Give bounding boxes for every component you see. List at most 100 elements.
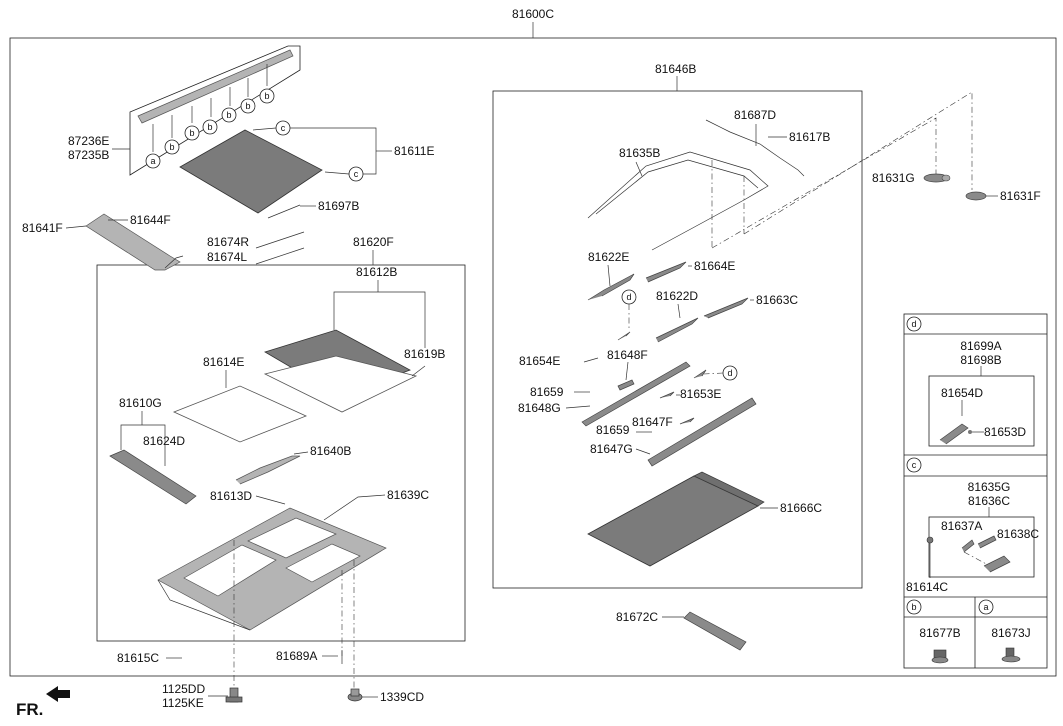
part-81638C: [977, 535, 997, 549]
label-81613D: 81613D: [210, 489, 252, 503]
label-81614C: 81614C: [906, 580, 948, 594]
label-81648F: 81648F: [607, 348, 648, 362]
part-motor-81631G: [923, 173, 951, 183]
callout-circle-b-5: [240, 98, 256, 114]
label-81699A: 81699A: [960, 339, 1001, 353]
sub-frame-81620F: [96, 264, 466, 642]
label-81673J: 81673J: [991, 626, 1030, 640]
group-outline-87236E: [129, 45, 301, 176]
label-81622D: 81622D: [656, 289, 698, 303]
part-81654D: [939, 423, 969, 445]
leader-81647G: [635, 448, 651, 455]
label-81648G: 81648G: [518, 401, 561, 415]
legend-frame: [903, 313, 1048, 669]
label-81674R: 81674R: [207, 235, 249, 249]
label-81664E: 81664E: [694, 259, 735, 273]
legend-callout-circle-b: [906, 599, 922, 615]
dash-d-2: [703, 372, 724, 375]
leader-81641F: [65, 225, 87, 229]
label-81689A: 81689A: [276, 649, 317, 663]
label-81654D: 81654D: [941, 386, 983, 400]
part-81653E: [659, 391, 675, 399]
label-81600C: 81600C: [512, 7, 554, 21]
leader-c-2: [324, 171, 350, 175]
label-81644F: 81644F: [130, 213, 171, 227]
part-81674R: [255, 231, 305, 249]
legend-callout-a: a: [983, 602, 988, 612]
callout-a-1: a: [150, 156, 155, 166]
leader-81648G: [565, 405, 591, 409]
legend-callout-circle-c: [906, 457, 922, 473]
label-81624D: 81624D: [143, 434, 185, 448]
bracket-81610G: [120, 424, 166, 466]
legend-callout-circle-d: [906, 316, 922, 332]
part-81647G-rail: [647, 397, 757, 467]
label-81663C: 81663C: [756, 293, 798, 307]
callout-circle-b-2: [184, 125, 200, 141]
legend-d-inner-box: [928, 375, 1035, 447]
label-81647F: 81647F: [632, 415, 673, 429]
part-81674L: [255, 247, 305, 265]
label-81687D: 81687D: [734, 108, 776, 122]
label-81611E: 81611E: [394, 144, 434, 158]
part-81641F-tail: [164, 255, 184, 269]
label-81615C: 81615C: [117, 651, 159, 665]
part-81622D: [655, 317, 699, 343]
leader-81613D: [255, 495, 286, 505]
part-81647F: [679, 417, 695, 425]
label-81638C: 81638C: [997, 527, 1039, 541]
label-1125KE: 1125KE: [162, 696, 204, 710]
label-81698B: 81698B: [960, 353, 1001, 367]
part-81641F: [85, 213, 181, 271]
callout-c-2: c: [354, 169, 359, 179]
part-81622E: [587, 273, 635, 301]
label-81666C: 81666C: [780, 501, 822, 515]
leader-81622D: [677, 303, 681, 319]
front-arrow-icon: [46, 686, 70, 702]
label-fr: FR.: [16, 700, 43, 719]
label-81659b: 81659: [596, 423, 630, 437]
callout-c-1: c: [281, 123, 286, 133]
part-glass-81611E: [179, 129, 323, 214]
callout-d-2: d: [727, 368, 732, 378]
label-81672C: 81672C: [616, 610, 658, 624]
part-81672C: [683, 611, 747, 651]
callout-circle-b-4: [221, 107, 237, 123]
part-81663C: [703, 297, 749, 319]
label-81612B: 81612B: [356, 265, 397, 279]
callout-circle-b-1: [164, 139, 180, 155]
label-81614E: 81614E: [203, 355, 244, 369]
label-81640B: 81640B: [310, 444, 351, 458]
leader-81640B: [293, 451, 309, 455]
callout-b-5: b: [245, 101, 250, 111]
part-81697B: [267, 204, 301, 219]
dash-81631G: [711, 117, 937, 249]
legend-c-inner-box: [928, 516, 1035, 578]
dash-81631F: [743, 91, 973, 235]
leader-81648F: [625, 361, 629, 381]
leader-81635B: [635, 161, 643, 177]
part-81653D: [968, 430, 972, 434]
part-81619B: [263, 355, 418, 413]
leader-c-1: [252, 127, 277, 131]
part-81635B-rail: [587, 151, 769, 251]
label-1125DD: 1125DD: [162, 682, 205, 696]
label-81635B: 81635B: [619, 146, 660, 160]
label-81622E: 81622E: [588, 250, 629, 264]
legend-callout-circle-a: [978, 599, 994, 615]
part-81648F-rail: [581, 361, 691, 427]
callout-circle-b-3: [202, 119, 218, 135]
part-81664E: [645, 261, 687, 283]
part-clip-81673J: [1001, 647, 1021, 663]
label-81677B: 81677B: [919, 626, 960, 640]
callout-circle-a-1: [145, 153, 161, 169]
part-deflector-strip: [137, 49, 294, 124]
label-81639C: 81639C: [387, 488, 429, 502]
callout-circle-b-6: [259, 88, 275, 104]
part-81636C-shoe: [983, 555, 1011, 573]
part-d-clip-2: [693, 369, 707, 379]
part-81614C: [926, 536, 934, 544]
callout-b-1: b: [169, 142, 174, 152]
part-81614E: [172, 385, 308, 443]
